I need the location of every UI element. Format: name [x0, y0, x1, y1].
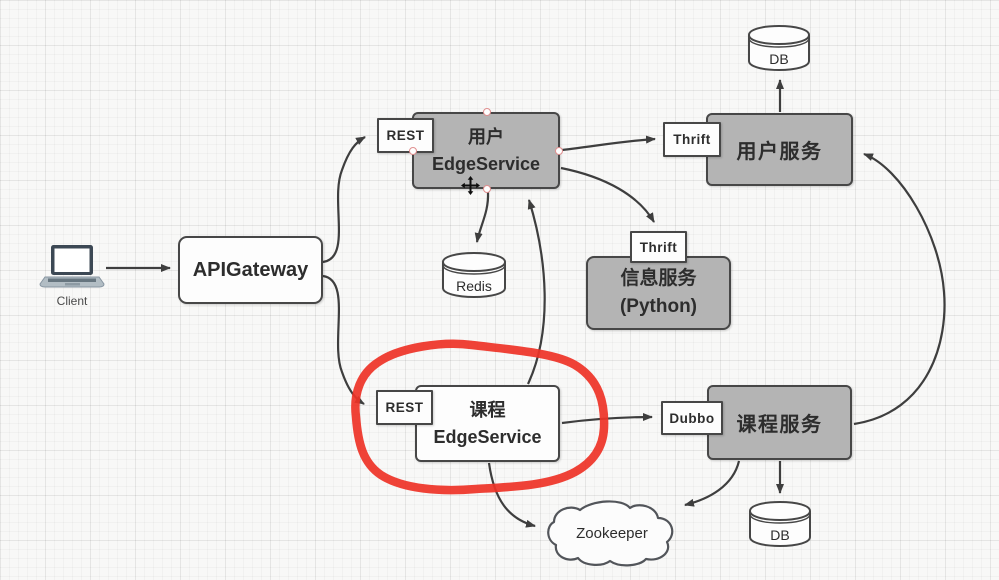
client-label: Client: [56, 294, 88, 308]
edge-courseedge-zookeeper[interactable]: [487, 462, 536, 528]
user-edgeservice-node[interactable]: 用户 EdgeService: [412, 112, 560, 189]
edge-courseservice-zookeeper[interactable]: [684, 460, 741, 507]
course-edgeservice-line2: EdgeService: [433, 426, 542, 447]
selection-handle-right[interactable]: [555, 147, 563, 155]
zookeeper-label: Zookeeper: [576, 525, 648, 542]
edge-apigateway-rest-bottom[interactable]: [322, 274, 365, 405]
user-edgeservice-line1: 用户: [468, 127, 504, 148]
db-course-cylinder[interactable]: DB: [747, 500, 813, 548]
rest-bottom-node[interactable]: REST: [376, 390, 433, 425]
apigateway-node[interactable]: APIGateway: [178, 236, 323, 304]
db-user-cylinder[interactable]: DB: [746, 24, 812, 72]
info-service-line2: (Python): [619, 296, 698, 317]
db-course-label: DB: [770, 527, 789, 543]
edge-useredge-thriftinfo[interactable]: [560, 166, 655, 223]
selection-handle-top[interactable]: [483, 108, 491, 116]
info-service-line1: 信息服务: [620, 268, 697, 290]
dubbo-node[interactable]: Dubbo: [661, 401, 723, 435]
edge-courseedge-useredge[interactable]: [527, 199, 546, 385]
redis-label: Redis: [456, 278, 492, 294]
edge-courseedge-dubbo[interactable]: [561, 413, 653, 425]
course-edgeservice-line1: 课程: [469, 400, 506, 421]
redis-cylinder[interactable]: Redis: [440, 251, 508, 299]
user-edgeservice-line2: EdgeService: [431, 153, 541, 174]
client-laptop-icon[interactable]: [37, 243, 107, 291]
selection-handle-bottom[interactable]: [483, 185, 491, 193]
zookeeper-cloud[interactable]: Zookeeper: [544, 490, 682, 568]
selection-handle-left[interactable]: [409, 147, 417, 155]
rest-top-label: REST: [386, 128, 425, 143]
edge-courseservice-userservice[interactable]: [853, 152, 946, 426]
apigateway-label: APIGateway: [192, 258, 309, 281]
edge-useredge-thriftuser[interactable]: [561, 135, 656, 152]
rest-top-node[interactable]: REST: [377, 118, 434, 153]
thrift-info-label: Thrift: [639, 239, 678, 255]
move-cursor-icon: [461, 176, 480, 195]
course-service-node[interactable]: 课程服务: [707, 385, 852, 460]
dubbo-label: Dubbo: [669, 410, 715, 426]
thrift-info-node[interactable]: Thrift: [630, 231, 687, 263]
thrift-user-label: Thrift: [673, 132, 711, 147]
course-service-label: 课程服务: [736, 414, 823, 436]
edge-useredge-redis[interactable]: [474, 191, 490, 243]
db-user-label: DB: [769, 51, 788, 67]
course-edgeservice-node[interactable]: 课程 EdgeService: [415, 385, 560, 462]
info-service-node[interactable]: 信息服务 (Python): [586, 256, 731, 330]
user-service-node[interactable]: 用户服务: [706, 113, 853, 186]
rest-bottom-label: REST: [385, 400, 424, 415]
thrift-user-node[interactable]: Thrift: [663, 122, 721, 157]
edge-apigateway-rest-top[interactable]: [322, 136, 366, 264]
user-service-label: 用户服务: [736, 141, 823, 163]
